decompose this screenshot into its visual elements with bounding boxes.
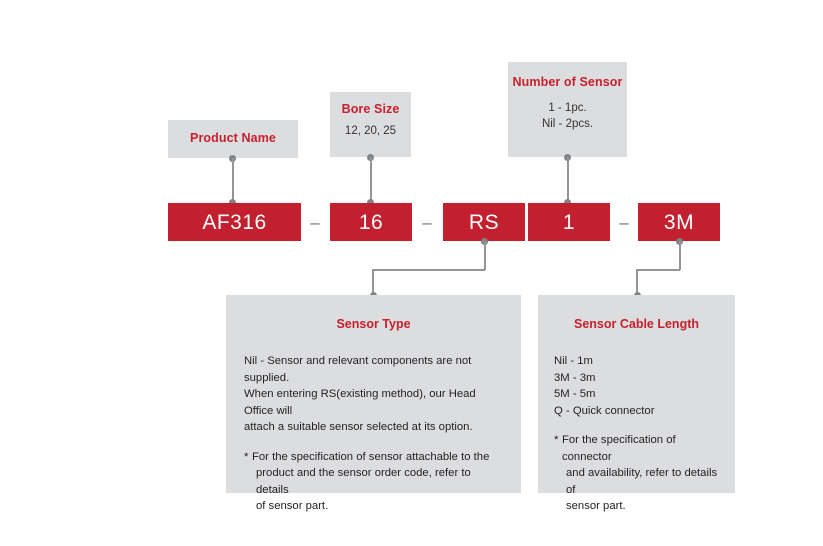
separator-1: –: [310, 213, 320, 232]
code-box-bore-size[interactable]: 16: [330, 203, 412, 241]
detail-panel-cable-length-note-text-1: For the specification of connector: [562, 434, 676, 463]
callout-number-of-sensor-title: Number of Sensor: [512, 75, 623, 89]
note-indent-spacer: [244, 498, 252, 515]
connector-line-sensor-type-horizontal: [372, 269, 485, 271]
detail-panel-sensor-type-note-line-2: product and the sensor order code, refer…: [244, 465, 503, 498]
separator-3: –: [619, 213, 629, 232]
connector-line-number-of-sensor: [566, 157, 569, 204]
callout-bore-size-title: Bore Size: [341, 102, 400, 116]
callout-product-name-title: Product Name: [190, 131, 276, 145]
separator-2: –: [422, 213, 432, 232]
callout-product-name: Product Name: [168, 120, 298, 158]
callout-number-of-sensor-line-2: Nil - 2pcs.: [541, 118, 594, 130]
note-indent-spacer: [554, 498, 562, 515]
code-box-number-of-sensor-value: 1: [562, 210, 576, 234]
connector-line-sensor-type-vertical-lower: [372, 269, 374, 297]
note-star-icon: *: [244, 450, 249, 463]
code-box-number-of-sensor[interactable]: 1: [528, 203, 610, 241]
detail-panel-sensor-type-note-text-3: of sensor part.: [256, 500, 329, 512]
detail-panel-sensor-type-note-line-3: of sensor part.: [244, 498, 503, 515]
code-box-bore-size-value: 16: [358, 210, 384, 234]
detail-panel-sensor-type-paragraph-line-3: attach a suitable sensor selected at its…: [244, 421, 473, 433]
connector-line-product-name: [231, 158, 234, 204]
detail-panel-cable-length-option-3: 5M - 5m: [554, 388, 596, 400]
detail-panel-cable-length-note-text-3: sensor part.: [566, 500, 626, 512]
connector-line-sensor-type-vertical-upper: [483, 241, 486, 270]
code-box-sensor-type[interactable]: RS: [443, 203, 525, 241]
detail-panel-sensor-type-paragraph-line-2: When entering RS(existing method), our H…: [244, 388, 476, 417]
note-indent-spacer: [244, 465, 252, 498]
code-box-sensor-type-value: RS: [468, 210, 500, 234]
callout-bore-size: Bore Size 12, 20, 25: [330, 92, 411, 157]
code-box-cable-length-value: 3M: [663, 210, 695, 234]
detail-panel-cable-length-note-line-1: * For the specification of connector: [554, 432, 719, 465]
connector-dot-number-of-sensor-bottom: [564, 199, 571, 206]
code-box-cable-length[interactable]: 3M: [638, 203, 720, 241]
detail-panel-sensor-type-note-text-1: For the specification of sensor attachab…: [252, 450, 490, 463]
connector-dot-product-name-bottom: [229, 199, 236, 206]
detail-panel-sensor-type-title: Sensor Type: [336, 317, 411, 331]
note-star-icon: *: [554, 434, 559, 446]
detail-panel-sensor-type-note-text-2: product and the sensor order code, refer…: [256, 467, 471, 496]
detail-panel-cable-length-option-2: 3M - 3m: [554, 371, 596, 384]
connector-line-cable-length-horizontal: [636, 269, 680, 271]
callout-number-of-sensor-line-1: 1 - 1pc.: [548, 102, 587, 114]
connector-dot-bore-size-bottom: [367, 199, 374, 206]
code-box-product-name-value: AF316: [202, 210, 267, 234]
detail-panel-cable-length-option-4: Q - Quick connector: [554, 404, 655, 417]
detail-panel-sensor-type-paragraph-line-1: Nil - Sensor and relevant components are…: [244, 355, 472, 384]
detail-panel-cable-length-note-line-2: and availability, refer to details of: [554, 465, 719, 498]
detail-panel-cable-length-option-1: Nil - 1m: [554, 355, 593, 367]
detail-panel-cable-length-note-line-3: sensor part.: [554, 498, 719, 515]
detail-panel-cable-length-note-text-2: and availability, refer to details of: [566, 467, 718, 496]
detail-panel-cable-length-title: Sensor Cable Length: [573, 317, 700, 331]
connector-line-bore-size: [369, 157, 372, 204]
connector-line-cable-length-vertical-lower: [636, 269, 638, 297]
callout-bore-size-line-1: 12, 20, 25: [344, 125, 397, 137]
detail-panel-cable-length: Sensor Cable Length Nil - 1m 3M - 3m 5M …: [538, 295, 735, 512]
detail-panel-sensor-type: Sensor Type Nil - Sensor and relevant co…: [226, 295, 521, 512]
detail-panel-sensor-type-note-line-1: * For the specification of sensor attach…: [244, 449, 503, 466]
callout-number-of-sensor: Number of Sensor 1 - 1pc. Nil - 2pcs.: [508, 62, 627, 157]
code-box-product-name[interactable]: AF316: [168, 203, 301, 241]
connector-line-cable-length-vertical-upper: [678, 241, 681, 270]
note-indent-spacer: [554, 465, 562, 498]
